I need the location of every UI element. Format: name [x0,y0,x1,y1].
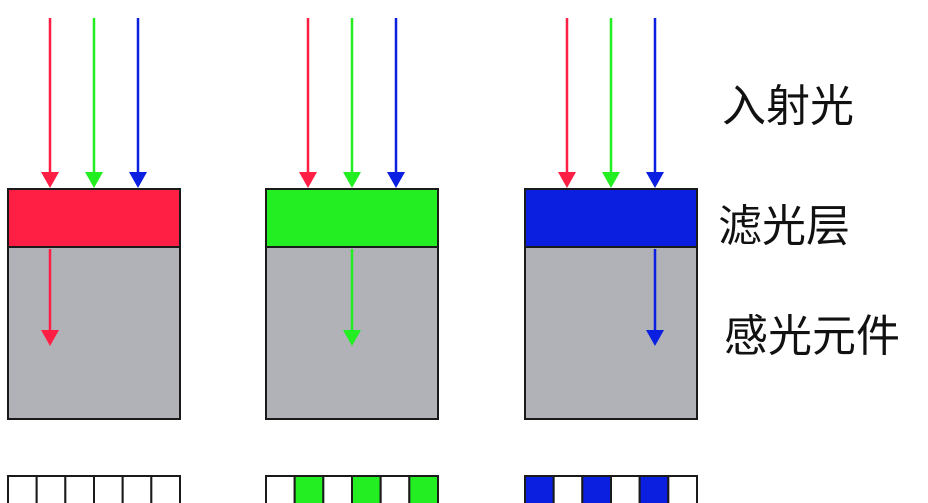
incoming-arrow-green-head [343,172,361,188]
sensor-cell-green-0 [265,475,296,503]
sensor-cell-red-4 [121,475,153,503]
sensor-cell-green-2 [322,475,354,503]
transmitted-arrow-red [41,249,59,346]
sensor-cell-red-1 [35,475,67,503]
filter-layer-blue [524,188,698,248]
sensor-cell-red-3 [93,475,124,503]
incoming-arrow-green [85,18,103,188]
column-green [265,18,440,503]
incoming-arrow-blue [129,18,147,188]
filter-columns [7,18,698,503]
sensor-cell-blue-1 [552,475,584,503]
column-blue [524,18,698,503]
sensor-cell-green-1 [293,475,325,503]
incoming-arrow-green-head [85,172,103,188]
incoming-arrow-green [602,18,620,188]
sensor-cell-red-0 [7,475,38,503]
incoming-arrow-red [299,18,317,188]
filter-layer-green [265,188,439,248]
transmitted-arrow-blue [646,249,664,346]
transmitted-arrow-green [343,249,361,346]
incoming-arrow-red [558,18,576,188]
sensor-cell-red-2 [64,475,96,503]
sensor-cell-blue-5 [667,475,698,503]
sensor-element-label: 感光元件 [724,311,900,362]
incident-light-label: 入射光 [722,81,854,132]
transmitted-arrow-blue-head [646,330,664,346]
filter-layer-label: 滤光层 [718,201,850,252]
incoming-arrow-blue [387,18,405,188]
incoming-arrow-blue-head [646,172,664,188]
incoming-arrow-red-head [299,172,317,188]
sensor-cell-blue-0 [524,475,555,503]
sensor-cell-blue-4 [638,475,670,503]
incoming-arrow-green [343,18,361,188]
transmitted-arrow-green-head [343,330,361,346]
incoming-arrow-blue-head [387,172,405,188]
incoming-arrow-blue-head [129,172,147,188]
sensor-cell-blue-2 [581,475,612,503]
column-red [7,18,181,503]
sensor-cell-green-4 [379,475,411,503]
sensor-cell-red-5 [150,475,181,503]
sensor-cell-green-5 [408,475,440,503]
incoming-arrow-red-head [41,172,59,188]
filter-layer-red [7,188,181,248]
transmitted-arrow-red-head [41,330,59,346]
sensor-element-red [7,245,181,420]
incoming-arrow-red-head [558,172,576,188]
incoming-arrow-green-head [602,172,620,188]
sensor-cell-green-3 [351,475,382,503]
sensor-element-blue [524,245,698,420]
incoming-arrow-red [41,18,59,188]
incoming-arrow-blue [646,18,664,188]
sensor-cell-blue-3 [610,475,641,503]
